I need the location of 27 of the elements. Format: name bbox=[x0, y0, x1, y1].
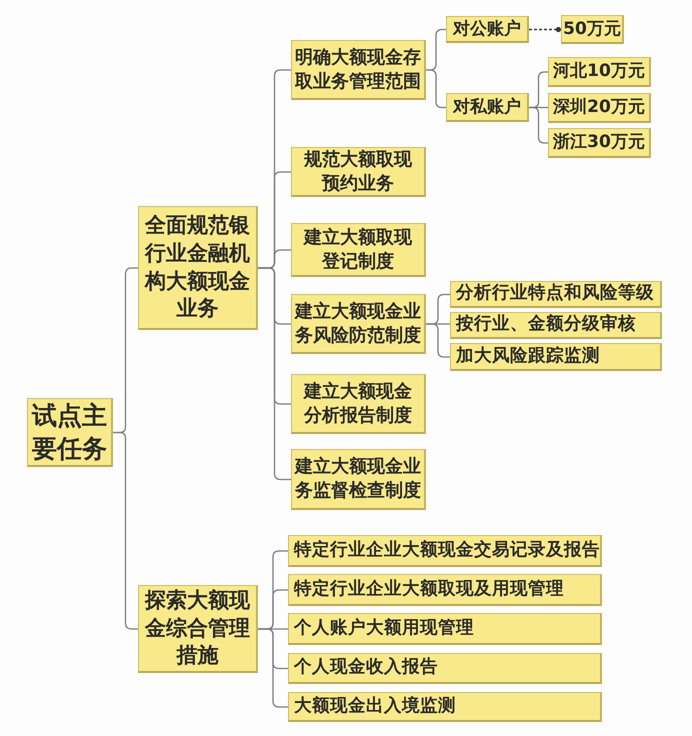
subtopic-box: 特定行业企业大额取现及用现管理 bbox=[288, 574, 602, 606]
subtopic-box: 按行业、金额分级审核 bbox=[450, 312, 662, 339]
dashed-connector bbox=[529, 26, 561, 32]
subtopic-box: 对私账户 bbox=[446, 93, 529, 122]
value-box: 深圳20万元 bbox=[548, 93, 651, 123]
connector-line bbox=[529, 106, 548, 144]
topic-box: 全面规范银行业金融机构大额现金业务 bbox=[138, 206, 258, 330]
subtopic-box: 建立大额现金业务风险防范制度 bbox=[291, 294, 426, 354]
subtopic-box: 规范大额取现预约业务 bbox=[291, 147, 426, 197]
subtopic-box: 建立大额现金分析报告制度 bbox=[291, 374, 426, 434]
root-topic-box: 试点主要任务 bbox=[27, 398, 113, 467]
subtopic-box: 大额现金出入境监测 bbox=[288, 692, 602, 722]
subtopic-box: 分析行业特点和风险等级 bbox=[450, 281, 662, 308]
subtopic-box: 个人现金收入报告 bbox=[288, 653, 602, 684]
subtopic-box: 加大风险跟踪监测 bbox=[450, 343, 662, 371]
subtopic-box: 个人账户大额用现管理 bbox=[288, 613, 602, 645]
connector-line bbox=[258, 267, 291, 480]
subtopic-box: 明确大额现金存取业务管理范围 bbox=[291, 40, 426, 100]
subtopic-box: 特定行业企业大额现金交易记录及报告 bbox=[288, 535, 602, 567]
subtopic-box: 对公账户 bbox=[446, 16, 529, 43]
connector-line bbox=[258, 628, 288, 708]
subtopic-box: 建立大额现金业务监督检查制度 bbox=[291, 449, 426, 510]
value-box: 浙江30万元 bbox=[548, 128, 651, 158]
topic-box: 探索大额现金综合管理措施 bbox=[138, 585, 258, 673]
value-box: 50万元 bbox=[561, 15, 624, 44]
subtopic-box: 建立大额取现登记制度 bbox=[291, 223, 426, 277]
value-box: 河北10万元 bbox=[548, 57, 651, 87]
